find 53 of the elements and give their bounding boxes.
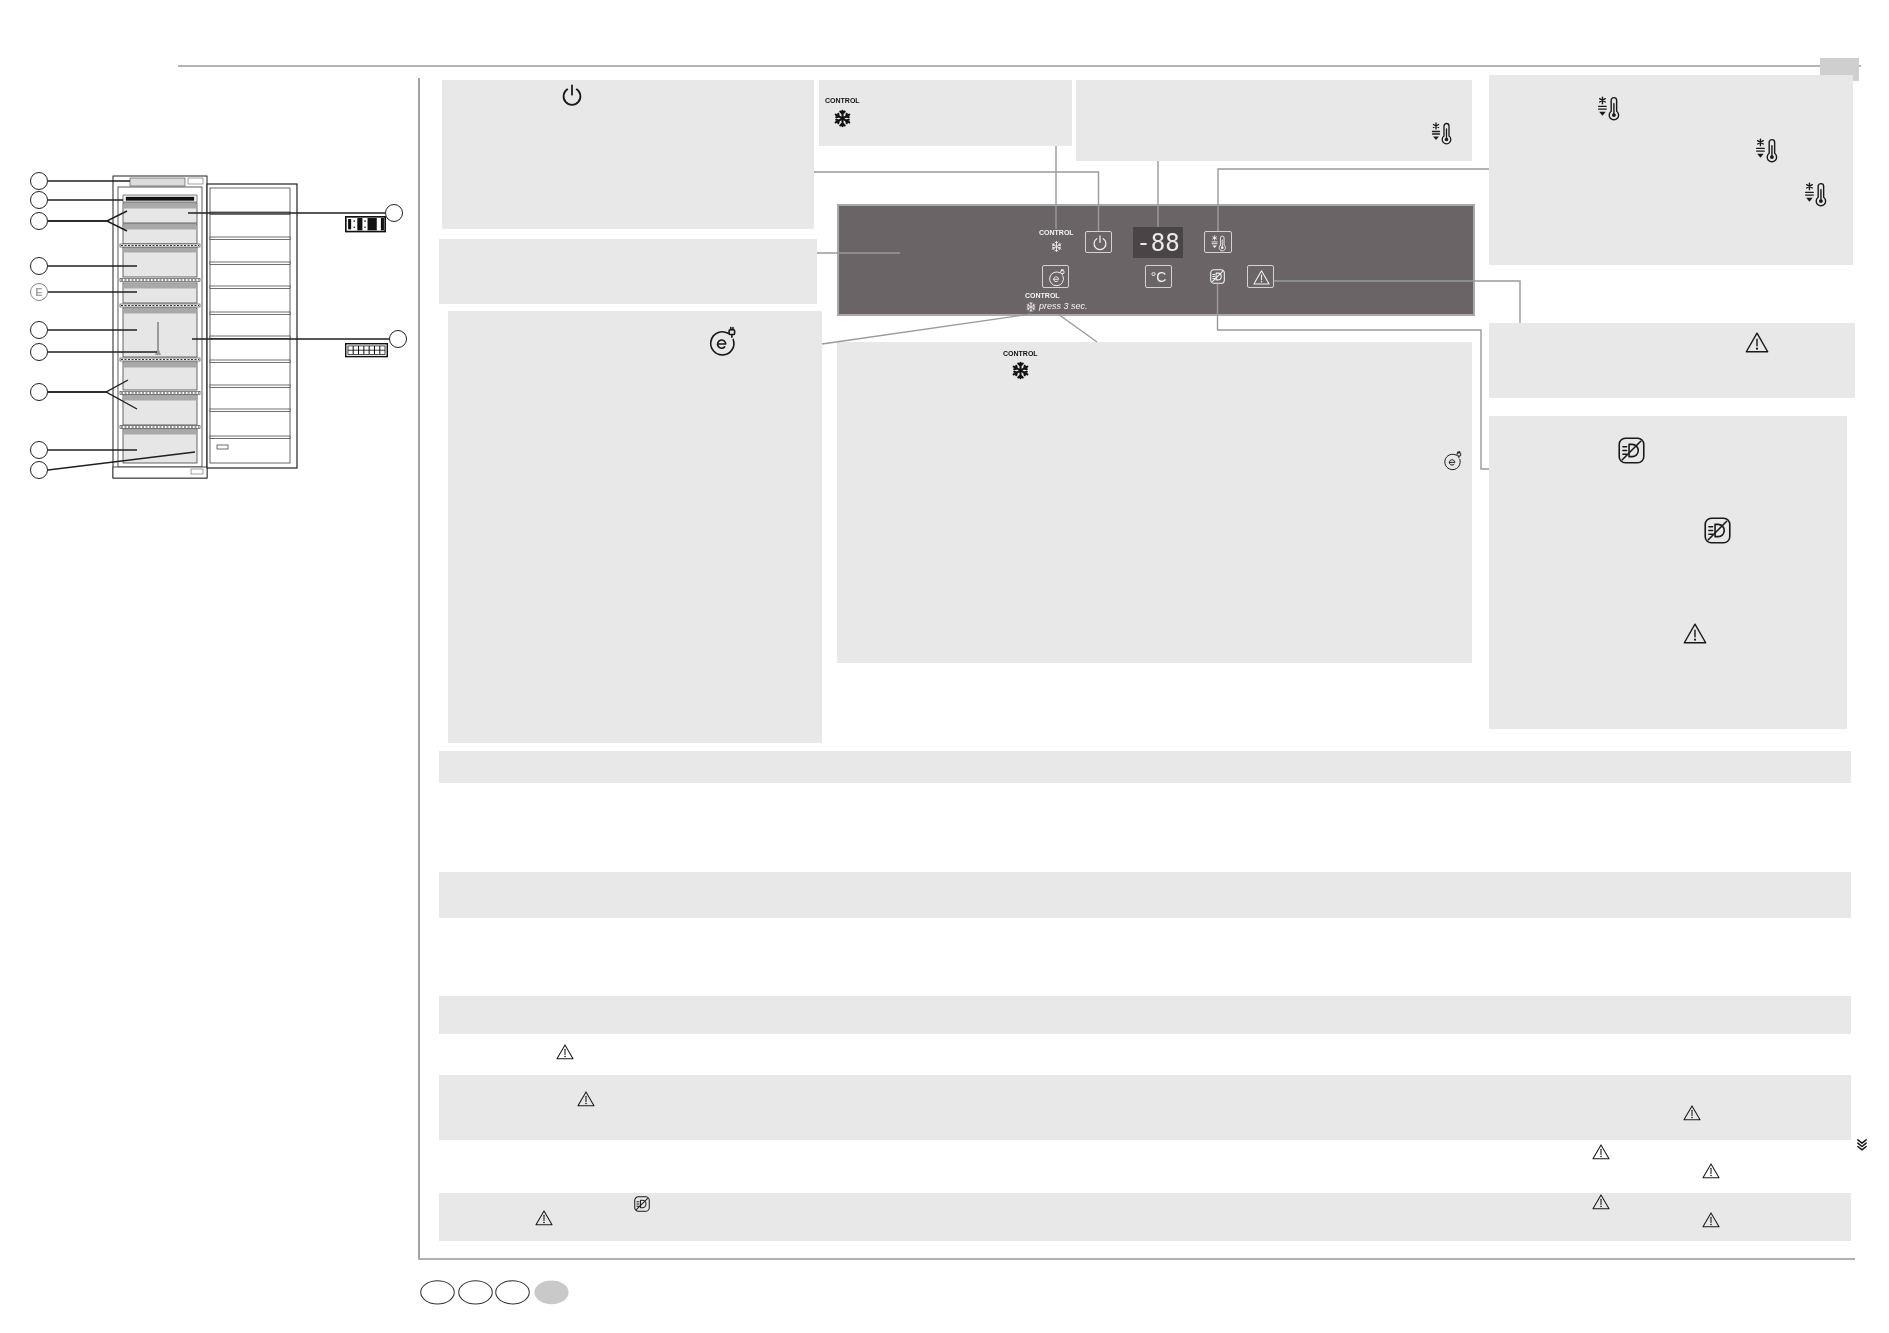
callout-circle <box>385 204 403 222</box>
leader-line <box>1057 313 1098 343</box>
leader-line <box>1055 145 1057 230</box>
leader-line <box>47 265 138 267</box>
leader-line <box>1157 160 1159 228</box>
info-panel <box>1489 323 1855 398</box>
callout-circle <box>389 330 407 348</box>
leader-line <box>191 338 390 340</box>
power-button <box>1085 231 1112 253</box>
press-hint: press 3 sec. <box>1039 302 1088 311</box>
info-panel <box>837 342 1472 663</box>
celsius-button: °C <box>1145 265 1172 288</box>
leader-line <box>47 451 196 471</box>
callout-circle <box>30 191 48 209</box>
info-panel <box>448 311 822 743</box>
info-panel <box>1489 416 1847 729</box>
callout-circle <box>30 212 48 230</box>
info-panel <box>439 239 817 304</box>
leader-line <box>821 313 1032 345</box>
callout-circle <box>30 172 48 190</box>
callout-circle <box>30 257 48 275</box>
info-panel <box>819 80 1072 146</box>
info-panel <box>442 80 814 229</box>
shaded-row <box>439 1193 1851 1241</box>
leader-line <box>47 391 138 410</box>
shaded-row <box>439 1075 1851 1140</box>
leader-line <box>47 291 138 293</box>
info-panel <box>1076 80 1472 161</box>
callout-circle <box>30 383 48 401</box>
leader-line <box>47 449 138 451</box>
leader-line <box>1217 168 1490 232</box>
panel-button <box>1247 265 1274 288</box>
leader-line <box>47 220 128 232</box>
crossed-symbol-icon <box>1210 269 1225 284</box>
leader-line <box>47 351 158 353</box>
leader-line <box>47 329 138 331</box>
leader-line <box>816 252 901 254</box>
panel-button <box>1042 265 1069 288</box>
leader-line <box>813 171 1100 232</box>
callout-circle <box>30 461 48 479</box>
leader-line <box>187 212 386 214</box>
callout-circle: E <box>30 283 48 301</box>
callout-circle <box>30 321 48 339</box>
info-panel <box>1489 75 1853 265</box>
segment-display: -88 <box>1133 227 1183 258</box>
callout-circle <box>30 441 48 459</box>
leader-line <box>47 180 131 182</box>
control-panel <box>837 204 1475 316</box>
leader-line <box>47 199 124 201</box>
leader-line <box>1273 280 1521 324</box>
callout-circle <box>30 343 48 361</box>
panel-button <box>1204 231 1232 253</box>
leader-line <box>1216 283 1490 470</box>
